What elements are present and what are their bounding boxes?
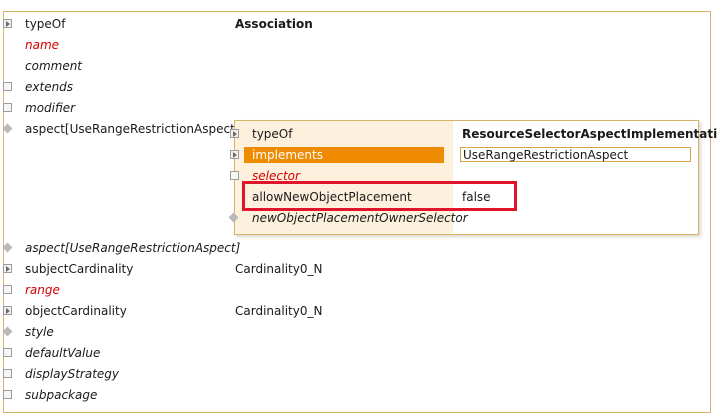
selection-highlight [244, 147, 444, 163]
row-display-strategy[interactable]: displayStrategy [0, 364, 717, 385]
row-aspect[interactable]: aspect[UseRangeRestrictionAspect] [0, 119, 717, 140]
square-icon[interactable] [3, 285, 12, 294]
aspect-value-column [453, 121, 698, 234]
property-label: typeOf [252, 127, 293, 141]
row-comment[interactable]: comment [0, 56, 717, 77]
property-label: style [25, 325, 54, 339]
row-modifier[interactable]: modifier [0, 98, 717, 119]
implements-value-field[interactable]: UseRangeRestrictionAspect [460, 147, 691, 162]
expand-triangle-icon[interactable] [3, 19, 12, 28]
property-label: subjectCardinality [25, 262, 134, 276]
row-range[interactable]: range [0, 280, 717, 301]
highlight-rectangle [242, 181, 517, 211]
property-label: displayStrategy [25, 367, 120, 381]
square-icon[interactable] [3, 103, 12, 112]
square-icon[interactable] [3, 390, 12, 399]
row-aspect-empty[interactable]: aspect[UseRangeRestrictionAspect] [0, 238, 717, 259]
property-label: newObjectPlacementOwnerSelector [252, 211, 468, 225]
row-object-cardinality[interactable]: objectCardinality Cardinality0_N [0, 301, 717, 322]
property-label: comment [25, 59, 83, 73]
diamond-icon[interactable] [2, 326, 13, 337]
row-default-value[interactable]: defaultValue [0, 343, 717, 364]
diamond-icon[interactable] [2, 123, 13, 134]
row-extends[interactable]: extends [0, 77, 717, 98]
property-label: extends [25, 80, 74, 94]
property-label: selector [252, 169, 300, 183]
expand-triangle-icon[interactable] [230, 129, 239, 138]
square-icon[interactable] [3, 82, 12, 91]
aspect-row-allow-new-object-placement[interactable]: allowNewObjectPlacement false [235, 187, 698, 208]
property-label: objectCardinality [25, 304, 127, 318]
property-label: range [25, 283, 60, 297]
expand-triangle-icon[interactable] [230, 150, 239, 159]
row-style[interactable]: style [0, 322, 717, 343]
property-value[interactable]: false [462, 190, 491, 204]
row-name[interactable]: name [0, 35, 717, 56]
property-label: subpackage [25, 388, 98, 402]
property-label: defaultValue [25, 346, 101, 360]
property-value[interactable]: ResourceSelectorAspectImplementation [462, 127, 717, 141]
row-subject-cardinality[interactable]: subjectCardinality Cardinality0_N [0, 259, 717, 280]
property-value: UseRangeRestrictionAspect [463, 148, 629, 162]
aspect-row-implements[interactable]: implements UseRangeRestrictionAspect [230, 145, 698, 166]
aspect-row-new-object-placement-owner-selector[interactable]: newObjectPlacementOwnerSelector [228, 208, 698, 229]
property-label: typeOf [25, 17, 66, 31]
property-label: allowNewObjectPlacement [252, 190, 412, 204]
property-value[interactable]: Association [235, 17, 313, 31]
square-icon[interactable] [3, 369, 12, 378]
square-icon[interactable] [3, 348, 12, 357]
aspect-row-selector[interactable]: selector [230, 166, 698, 187]
property-label: modifier [25, 101, 76, 115]
property-value[interactable]: Cardinality0_N [235, 262, 323, 276]
property-label: aspect[UseRangeRestrictionAspect] [25, 122, 240, 136]
square-icon[interactable] [230, 171, 239, 180]
property-label: aspect[UseRangeRestrictionAspect] [25, 241, 241, 255]
aspect-row-typeof[interactable]: typeOf ResourceSelectorAspectImplementat… [230, 124, 717, 145]
row-typeof[interactable]: typeOf Association [0, 14, 717, 35]
property-label: name [25, 38, 60, 52]
aspect-panel: typeOf ResourceSelectorAspectImplementat… [228, 120, 717, 235]
property-label: implements [252, 148, 323, 162]
expand-triangle-icon[interactable] [3, 306, 12, 315]
expand-triangle-icon[interactable] [3, 264, 12, 273]
diamond-icon[interactable] [2, 242, 13, 253]
row-subpackage[interactable]: subpackage [0, 385, 717, 406]
property-value[interactable]: Cardinality0_N [235, 304, 323, 318]
